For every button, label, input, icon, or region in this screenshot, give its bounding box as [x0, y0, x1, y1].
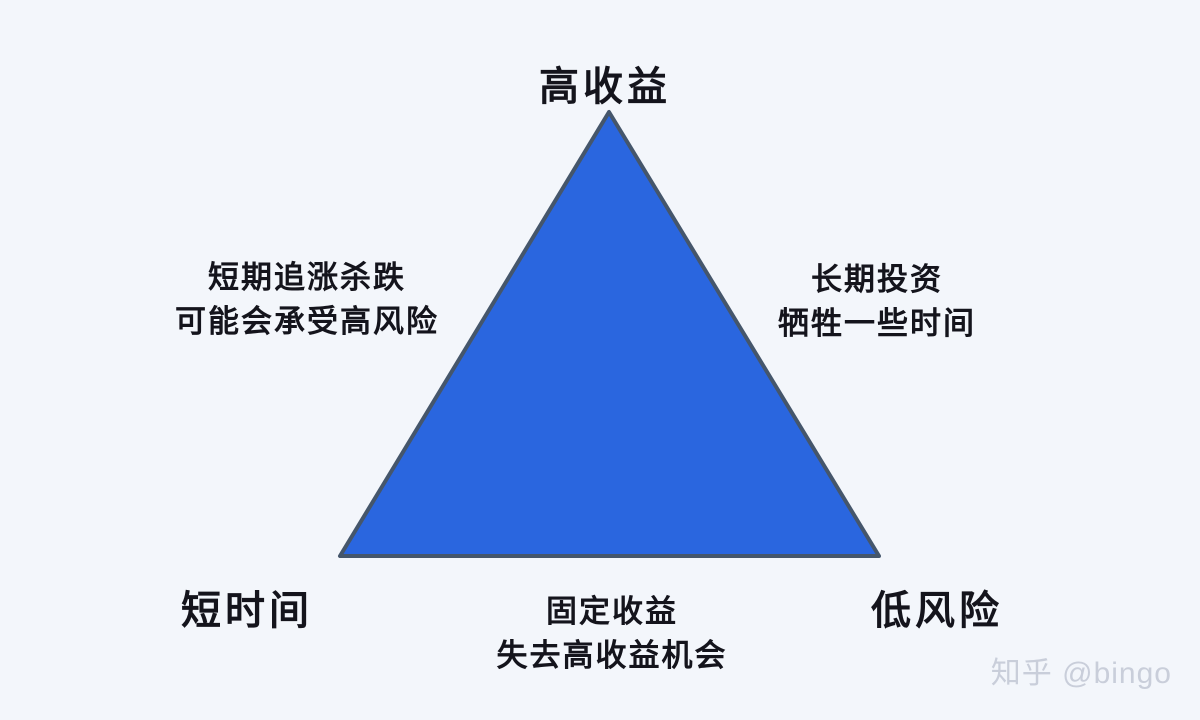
- zhihu-watermark: 知乎 @bingo: [990, 657, 1172, 690]
- note-right-line1: 长期投资: [811, 262, 943, 297]
- note-bottom-side: 固定收益 失去高收益机会: [497, 590, 728, 678]
- note-right-side: 长期投资 牺牲一些时间: [778, 258, 976, 346]
- note-right-line2: 牺牲一些时间: [778, 306, 976, 341]
- triangle-shape: [338, 110, 881, 558]
- vertex-label-short-time: 短时间: [181, 589, 313, 633]
- note-left-side: 短期追涨杀跌 可能会承受高风险: [175, 256, 439, 344]
- note-bottom-line1: 固定收益: [546, 594, 678, 629]
- note-left-line2: 可能会承受高风险: [175, 304, 439, 339]
- vertex-label-low-risk: 低风险: [871, 589, 1003, 633]
- vertex-label-high-return: 高收益: [539, 65, 671, 109]
- note-left-line1: 短期追涨杀跌: [208, 260, 406, 295]
- note-bottom-line2: 失去高收益机会: [496, 638, 728, 673]
